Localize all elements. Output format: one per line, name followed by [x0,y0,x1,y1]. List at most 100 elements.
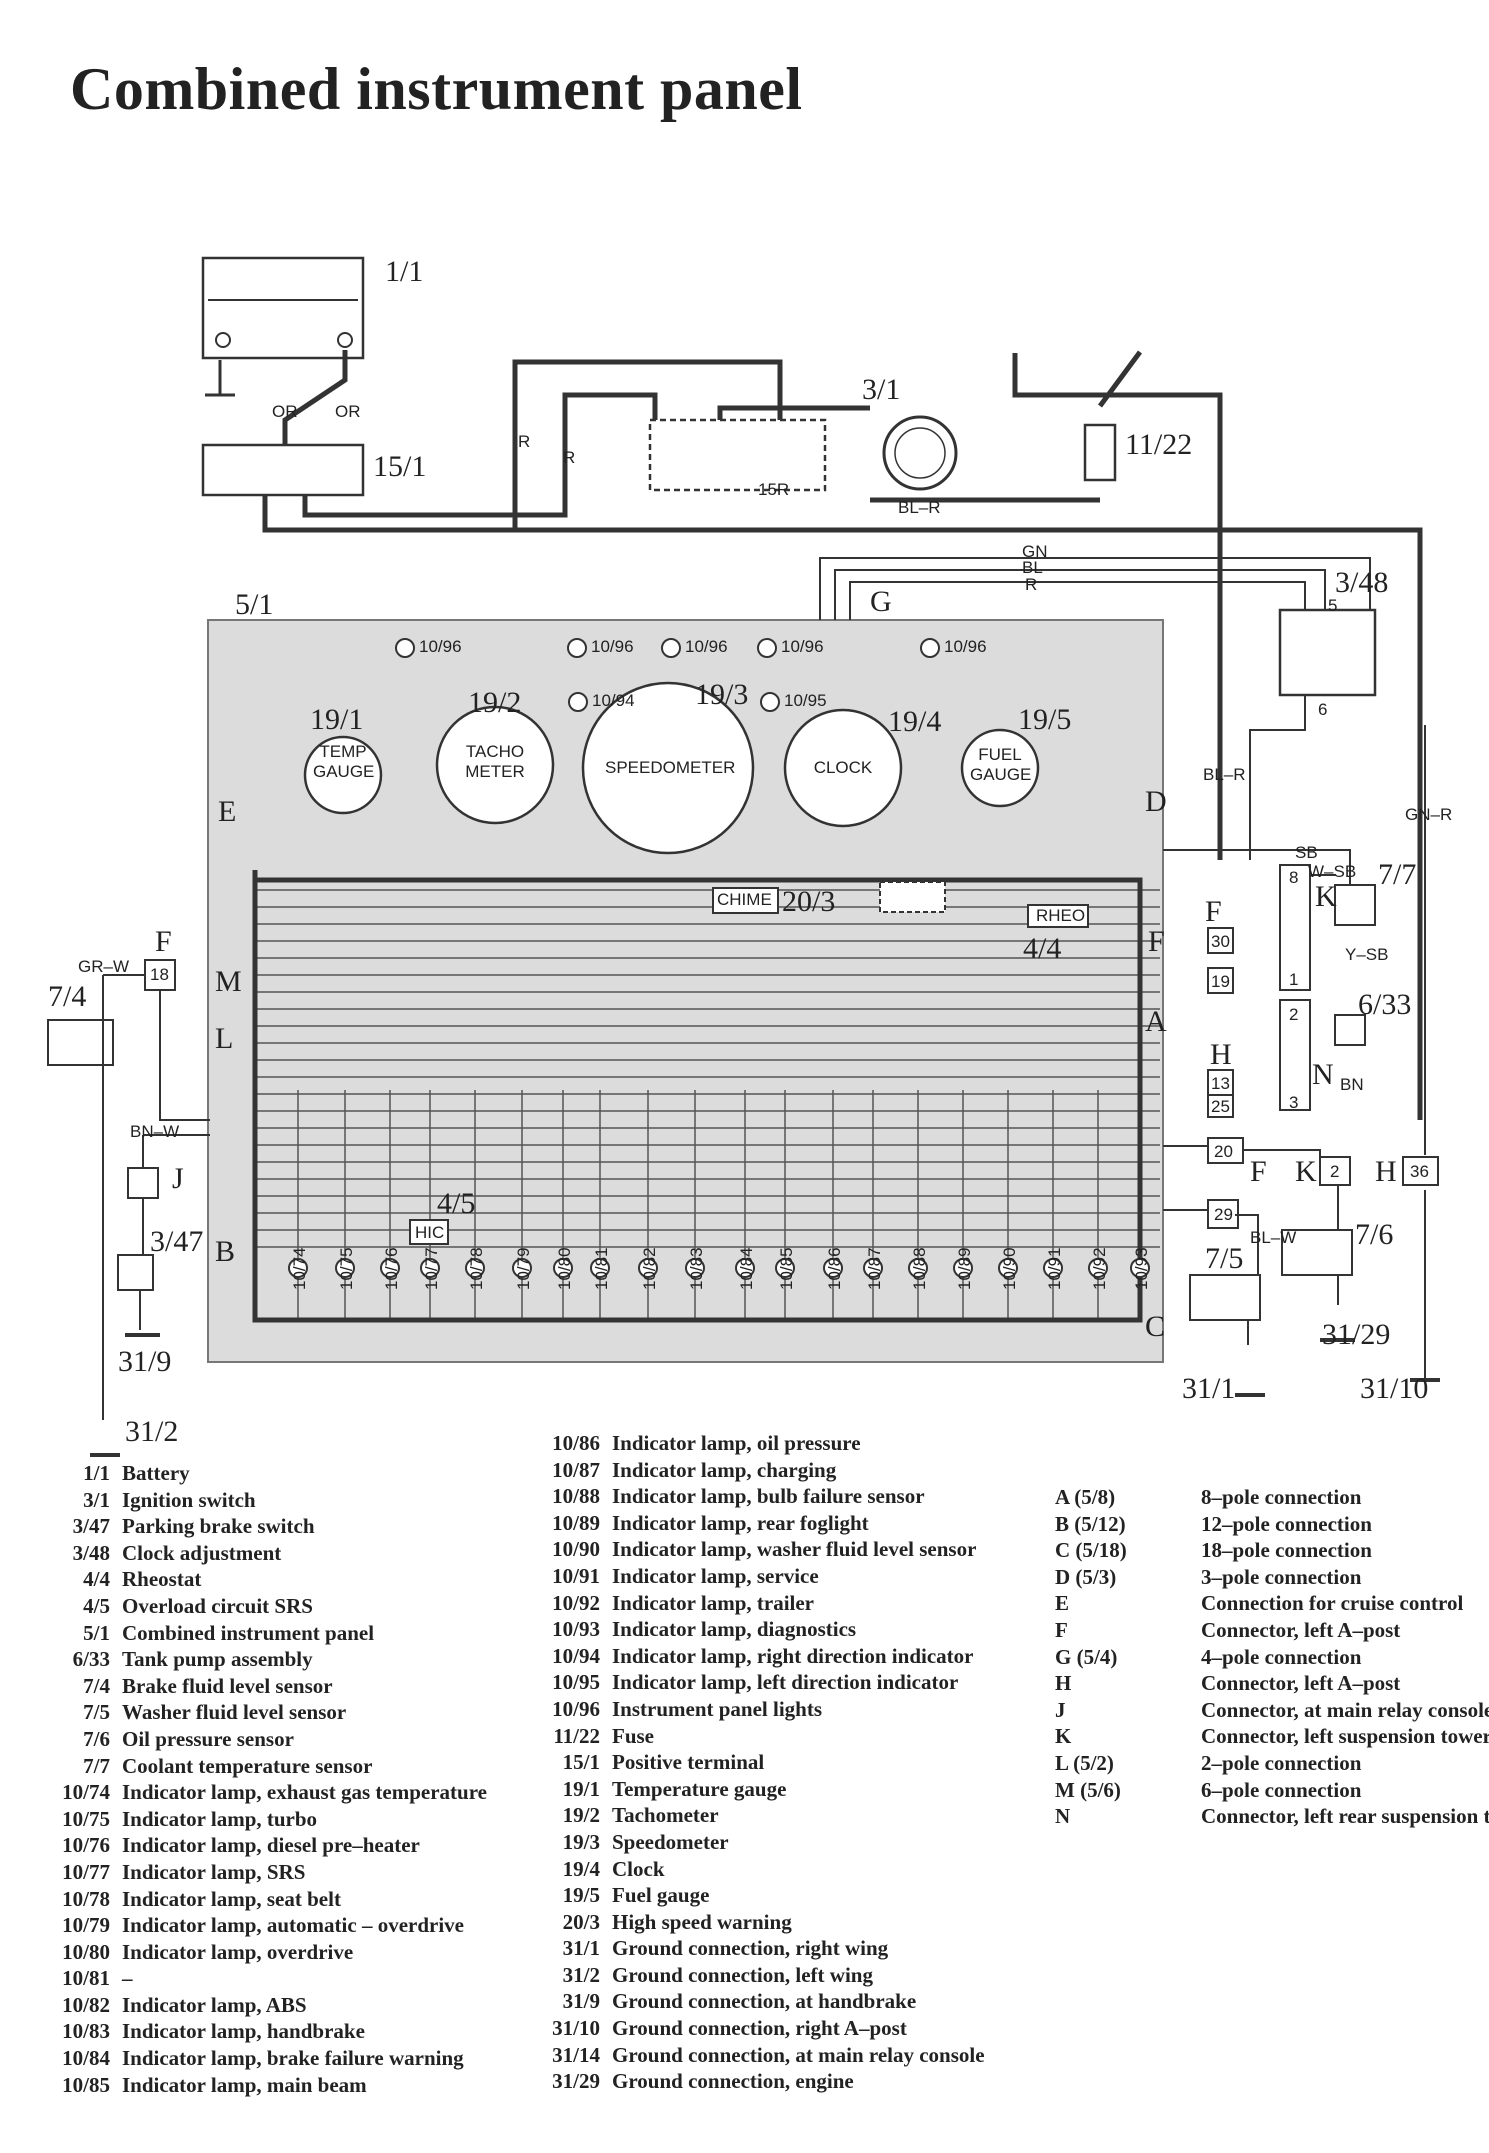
indicator-lamp [1130,1258,1150,1278]
legend-row: C (5/18)18–pole connection [1055,1537,1489,1564]
pin-5: 5 [1328,596,1338,615]
indicator-lamp [908,1258,928,1278]
indicator-lamp [1043,1258,1063,1278]
legend-row: 10/93 Indicator lamp, diagnostics [500,1616,985,1643]
indicator-lamp [638,1258,658,1278]
legend-description: Indicator lamp, rear foglight [612,1510,869,1535]
legend-code: 19/5 [562,1883,600,1908]
legend-description: Indicator lamp, turbo [122,1806,318,1831]
legend-code: 10/84 [62,2046,110,2071]
legend-code: 10/93 [552,1617,600,1642]
lamp-label: 10/88 [910,1247,929,1290]
clock-adjust-box [1278,608,1377,697]
conn-k-2: K [1295,1155,1317,1188]
legend-code: 10/95 [552,1670,600,1695]
gnd-engine-label: 31/29 [1322,1318,1391,1351]
conn-c: C [1145,1310,1166,1343]
legend-description: Indicator lamp, right direction indicato… [612,1643,974,1668]
legend-description: Connection for cruise control [1201,1591,1464,1616]
fuel-gauge [960,728,1040,808]
indicator-lamp [1088,1258,1108,1278]
pin-29: 29 [1214,1205,1233,1224]
legend-description: Ground connection, left wing [612,1962,873,1987]
lamp-label: 10/75 [337,1247,356,1290]
legend-description: Indicator lamp, overdrive [122,1939,354,1964]
conn-m: M [215,965,242,998]
legend-code: 20/3 [562,1909,600,1934]
ignition-switch-box [648,418,827,492]
connector-n-tall [1279,999,1311,1111]
indicator-lamp [823,1258,843,1278]
legend-description: Indicator lamp, left direction indicator [612,1670,959,1695]
legend-code: 10/85 [62,2072,110,2097]
wire-sb: SB [1295,843,1318,862]
pin-20: 20 [1214,1142,1233,1161]
conn-k-1: K [1315,880,1337,913]
conn-h-1: H [1210,1038,1232,1071]
legend-description: Overload circuit SRS [122,1593,313,1618]
legend-description: Indicator lamp, automatic – overdrive [122,1913,464,1938]
pin-25: 25 [1211,1097,1230,1116]
legend-description: Indicator lamp, brake failure warning [122,2046,464,2071]
brake-fluid-label: 7/4 [48,980,87,1013]
legend-code: 7/5 [83,1700,110,1725]
legend-row: M (5/6)6–pole connection [1055,1777,1489,1804]
wire-w-sb: W–SB [1308,862,1357,881]
legend-code: 7/7 [83,1753,110,1778]
legend-description: Indicator lamp, diagnostics [612,1617,857,1642]
pin-1: 1 [1289,970,1299,989]
washer-fluid-label: 7/5 [1205,1242,1244,1275]
legend-description: Indicator lamp, SRS [122,1859,306,1884]
fuel-num-label: 19/5 [1018,703,1072,736]
lamp-label: 10/80 [555,1247,574,1290]
legend-description: Clock adjustment [122,1540,282,1565]
legend-code: 31/9 [562,1989,600,2014]
panel-light [757,638,777,658]
pin-2: 2 [1289,1005,1299,1024]
rheo-box [1027,904,1089,928]
legend-code: 10/74 [62,1780,110,1805]
gnd-right-a-post-label: 31/10 [1360,1372,1429,1405]
pin-19: 19 [1211,972,1230,991]
legend-code: 19/2 [562,1803,600,1828]
lamp-label: 10/76 [382,1247,401,1290]
legend-description: Fuel gauge [612,1883,710,1908]
hic-box [409,1219,449,1245]
conn-l: L [215,1022,234,1055]
fuel-gauge-text: FUEL GAUGE [970,745,1032,784]
parking-brake-label: 3/47 [150,1225,204,1258]
legend-code: 3/1 [83,1487,110,1512]
legend-code: 10/91 [552,1563,600,1588]
legend-code: 10/86 [552,1431,600,1455]
conn-g: G [870,585,892,618]
lamp-label: 10/81 [592,1247,611,1290]
legend-code: F [1055,1617,1068,1642]
legend-description: Brake fluid level sensor [122,1673,333,1698]
legend-code: 31/14 [552,2042,600,2067]
fuse-box [1083,423,1117,482]
connector-k-tall [1279,864,1311,991]
parking-brake-box [117,1254,154,1291]
wire-bl-r-2: BL–R [1203,765,1246,784]
legend-description: Ground connection, at main relay console [612,2042,985,2067]
indicator-lamp [553,1258,573,1278]
wire-bl: BL [1022,558,1043,577]
panel-light-label: 10/96 [591,637,634,656]
page-title: Combined instrument panel [70,56,803,122]
wire-bn: BN [1340,1075,1364,1094]
indicator-lamp [380,1258,400,1278]
